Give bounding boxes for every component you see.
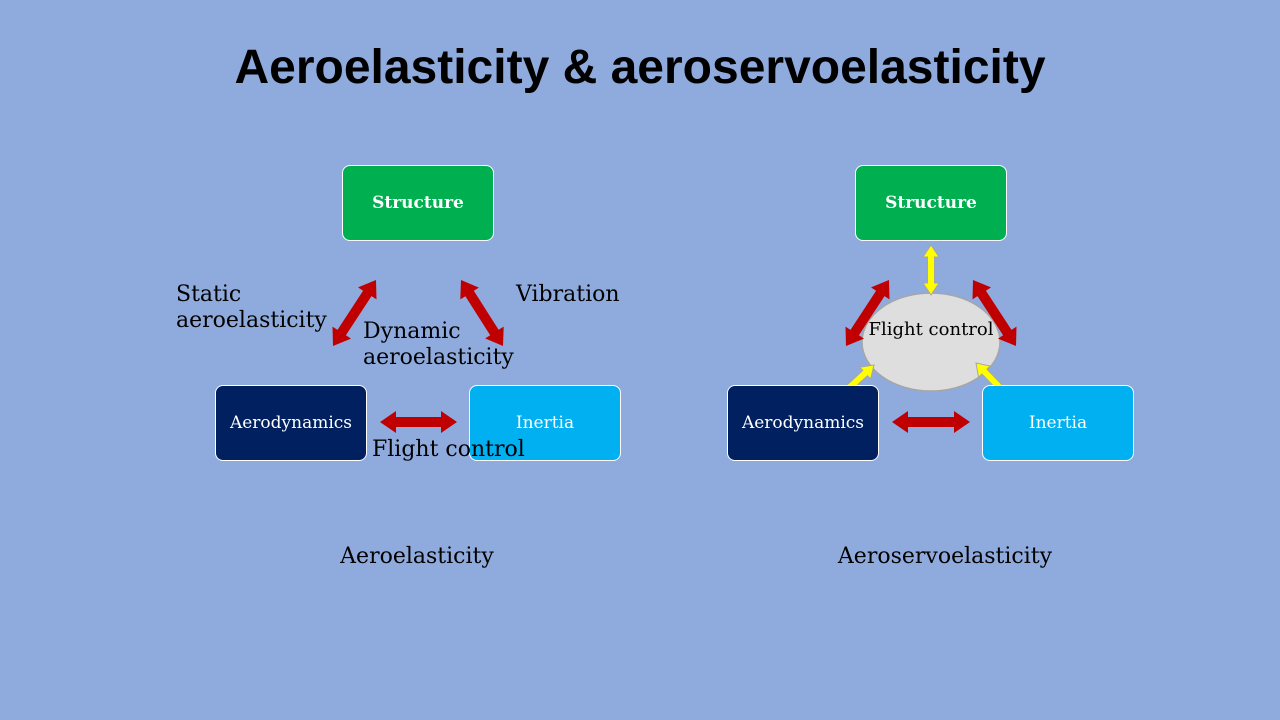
left-inertia-box: Inertia xyxy=(469,385,621,461)
right-caption: Aeroservoelasticity xyxy=(837,544,1053,569)
static-aeroelasticity-arrow xyxy=(332,280,377,346)
static-aeroelasticity-label: Static aeroelasticity xyxy=(176,282,327,333)
aero-inertia-arrow xyxy=(892,411,970,433)
flight-control-label: Flight control xyxy=(372,437,525,462)
flight-control-arrow xyxy=(380,411,457,433)
control-structure-arrow xyxy=(922,244,940,296)
flight-control-ellipse-label: Flight control xyxy=(868,319,994,340)
vibration-label: Vibration xyxy=(516,282,620,307)
left-structure-box: Structure xyxy=(342,165,494,241)
slide-title: Aeroelasticity & aeroservoelasticity xyxy=(234,41,1046,94)
right-inertia-box: Inertia xyxy=(982,385,1134,461)
structure-inertia-arrow xyxy=(972,280,1017,346)
dynamic-aeroelasticity-label: Dynamic aeroelasticity xyxy=(363,319,514,370)
right-structure-box: Structure xyxy=(855,165,1007,241)
vibration-arrow xyxy=(460,280,504,346)
structure-aero-arrow xyxy=(845,280,890,346)
left-caption: Aeroelasticity xyxy=(340,544,494,569)
right-aerodynamics-box: Aerodynamics xyxy=(727,385,879,461)
left-aerodynamics-box: Aerodynamics xyxy=(215,385,367,461)
